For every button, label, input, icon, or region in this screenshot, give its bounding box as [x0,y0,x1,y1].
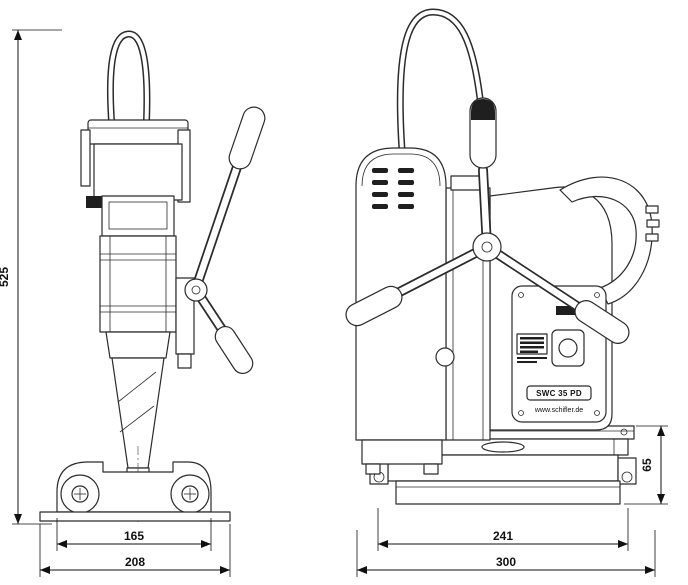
slide-body [99,235,177,333]
front-view: SWC 35 PD www.schifler.de [345,8,660,505]
dim-65-label: 65 [640,458,654,472]
carry-handle [559,176,660,305]
name-plate-inner [108,201,168,230]
motor-body [93,143,183,201]
power-cable [106,30,151,144]
feed-lever [175,106,266,375]
base-slot [481,441,525,453]
motor-cap [87,119,189,145]
model-plate [526,385,592,401]
wheel-hub [472,232,502,262]
power-button [558,338,578,358]
base-tab-right [617,457,637,485]
dim-right-overall-300: 300 [356,530,656,577]
model-plate-label: SWC 35 PD [536,389,582,398]
base-plate [39,511,231,522]
motor-nub [86,196,102,208]
motor-foot [361,439,443,465]
dim-base-height-65: 65 [624,425,668,505]
dim-241-label: 241 [493,529,513,543]
dim-208-label: 208 [125,555,145,569]
motor-vents [372,168,414,209]
dim-left-base-165: 165 [56,518,212,551]
dim-left-overall-208: 208 [39,524,231,577]
power-switch [556,306,580,315]
power-cable-front [396,8,484,154]
website-label: www.schifler.de [534,407,583,414]
left-bracket [80,129,91,187]
dim-165-label: 165 [124,529,144,543]
wheel-grip-top [469,97,497,169]
clamp-knob [435,347,455,367]
side-base [39,461,231,522]
brand-mark [516,333,548,363]
dim-height-525: 525 [0,29,62,525]
dimensions: 525 165 208 241 300 65 [0,29,668,577]
dim-525-label: 525 [0,267,11,287]
wheel-grip-right [574,300,630,344]
magnet-block [395,480,621,505]
side-view [39,30,266,522]
dim-right-base-241: 241 [377,508,629,551]
lever-pivot [184,278,208,302]
hand-wheel [345,97,630,344]
wheel-grip-left [345,285,403,327]
dim-300-label: 300 [496,555,516,569]
lever-grip-upper [228,106,266,170]
lever-grip-lower [214,325,254,375]
